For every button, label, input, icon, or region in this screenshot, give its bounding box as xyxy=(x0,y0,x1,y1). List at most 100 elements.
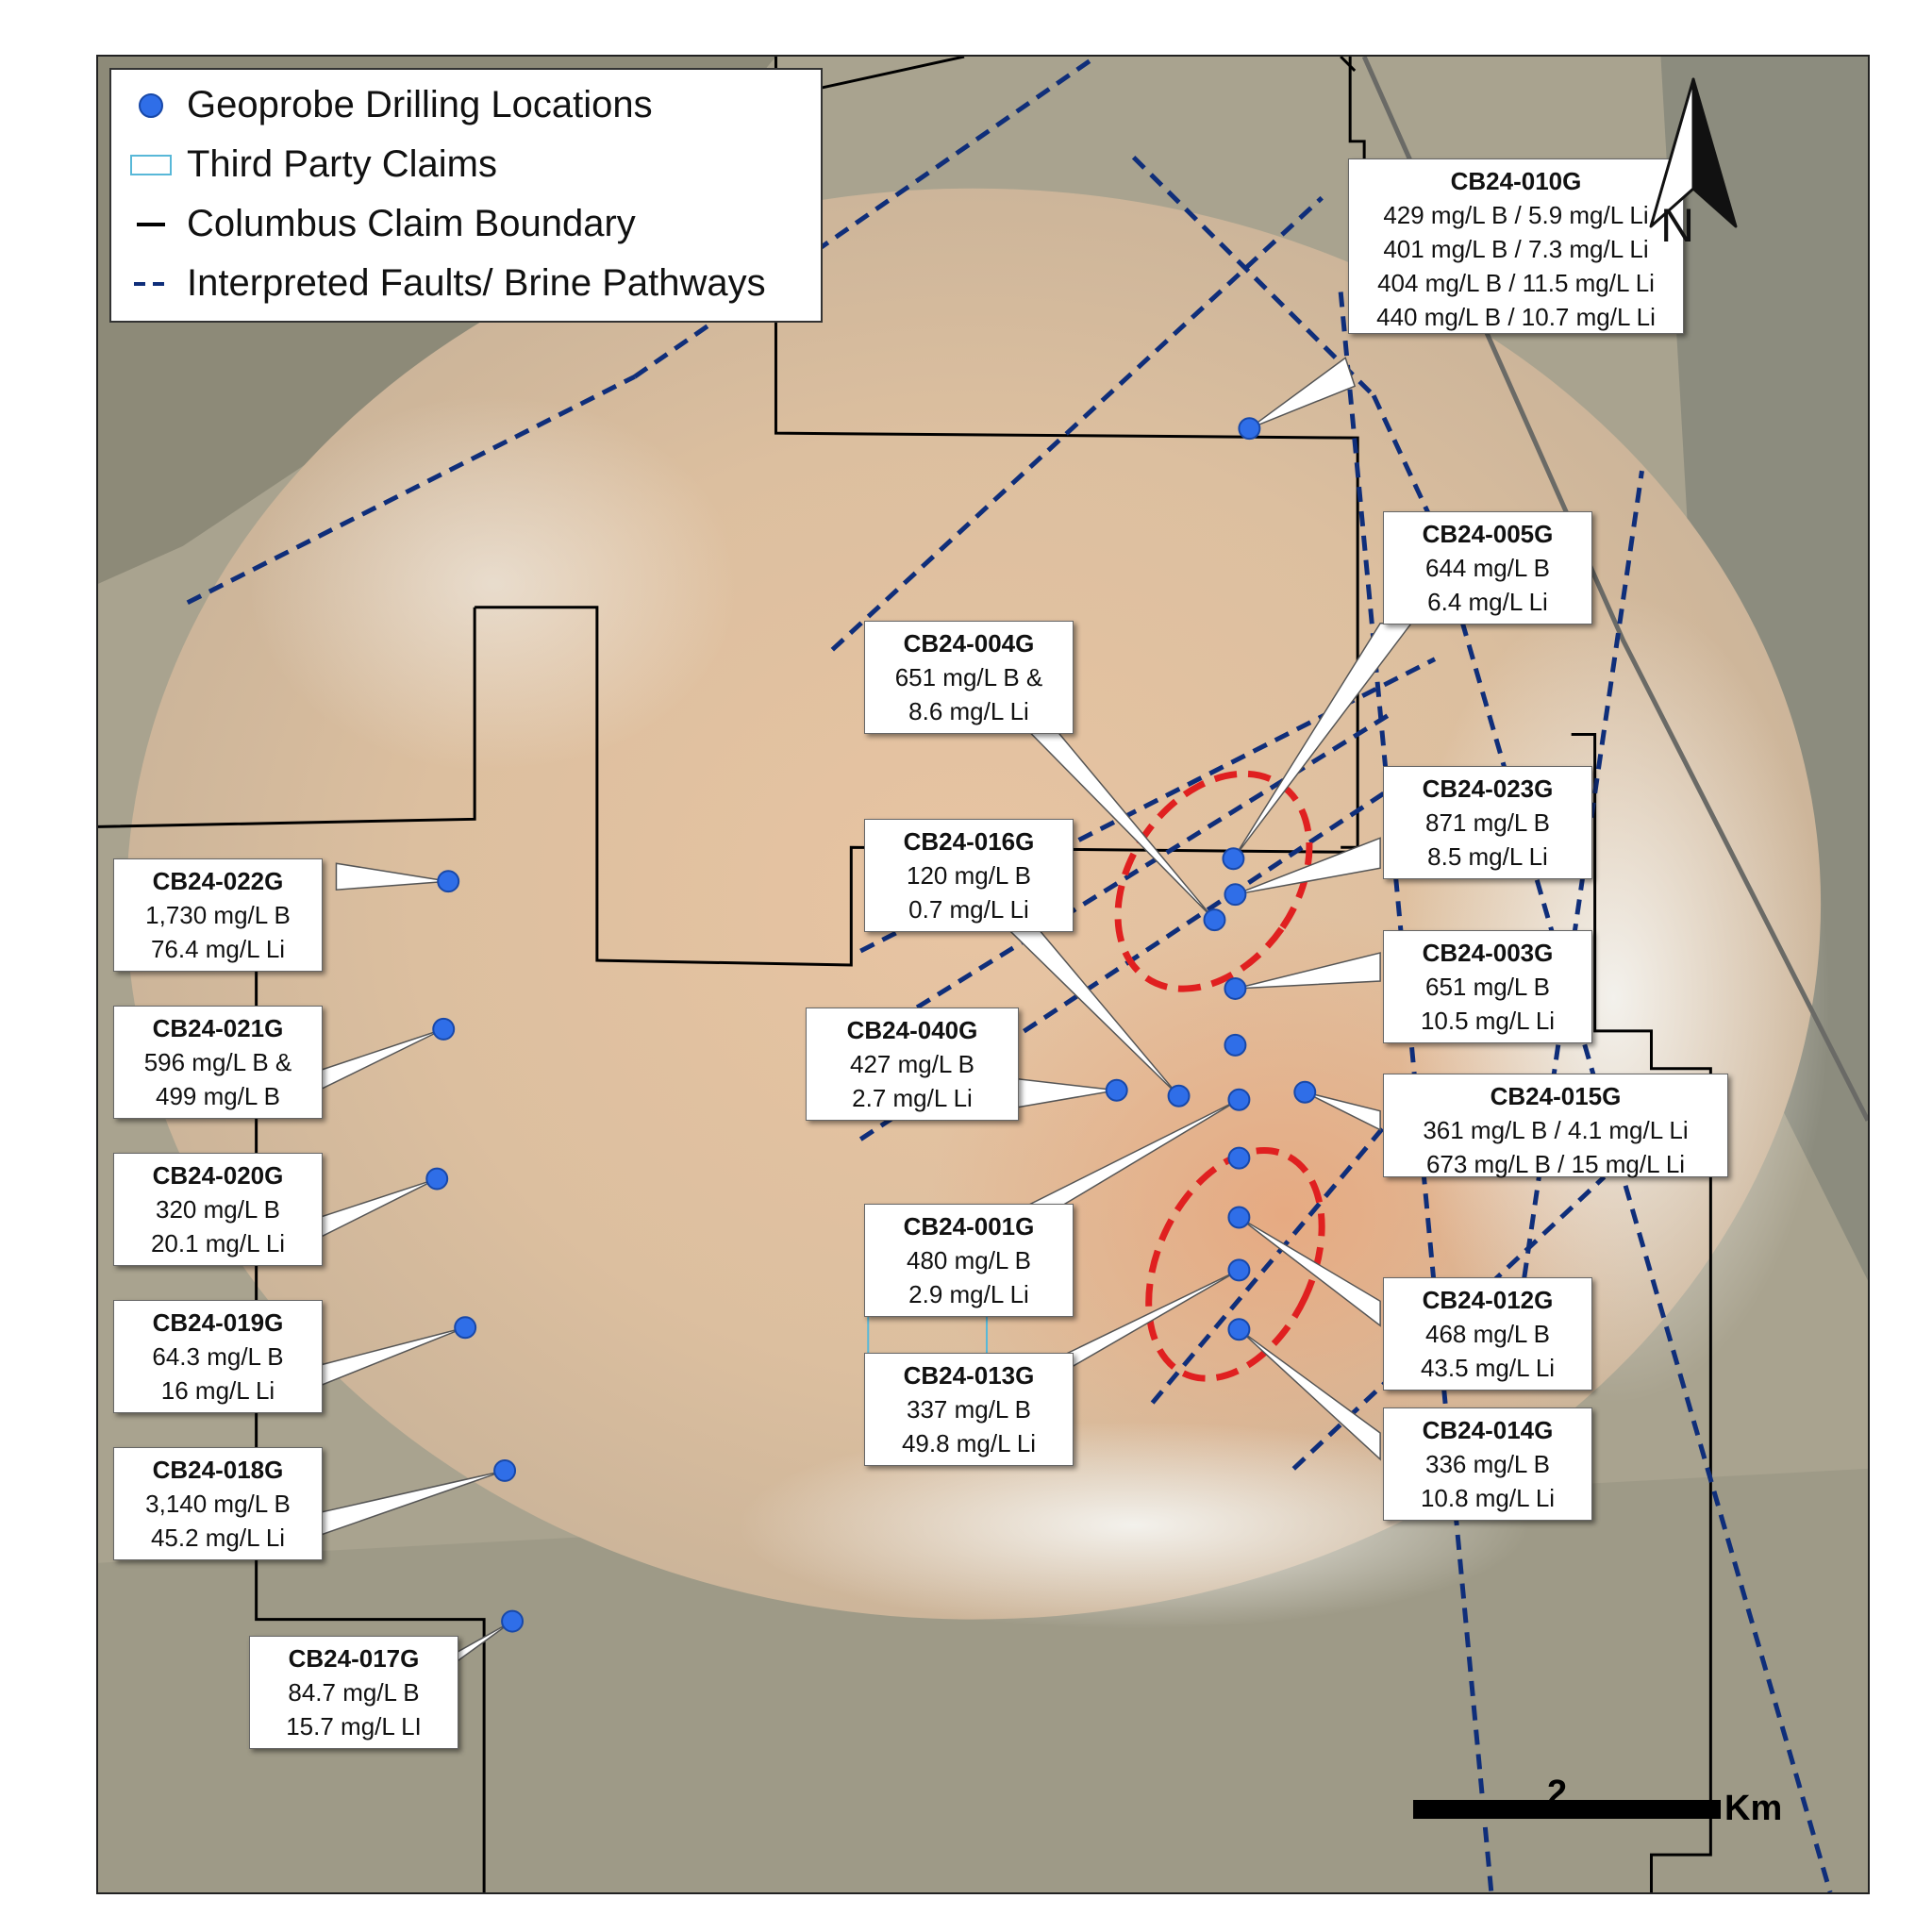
legend-label: Geoprobe Drilling Locations xyxy=(187,84,653,125)
callout-value: 6.4 mg/L Li xyxy=(1427,588,1548,616)
legend-label: Third Party Claims xyxy=(187,143,497,185)
haze-west xyxy=(248,395,739,773)
callout-value: 3,140 mg/L B xyxy=(145,1490,291,1518)
callout-value: 401 mg/L B / 7.3 mg/L Li xyxy=(1383,235,1649,263)
drill-point[interactable] xyxy=(1238,417,1261,441)
callout-value: 16 mg/L Li xyxy=(160,1376,275,1405)
callout-cb24-001g[interactable]: CB24-001G 480 mg/L B 2.9 mg/L Li xyxy=(864,1204,1074,1317)
callout-value: 120 mg/L B xyxy=(906,861,1031,890)
callout-value: 644 mg/L B xyxy=(1424,554,1550,582)
callout-value: 499 mg/L B xyxy=(155,1082,280,1110)
callout-cb24-012g[interactable]: CB24-012G 468 mg/L B 43.5 mg/L Li xyxy=(1383,1277,1592,1391)
callout-id: CB24-020G xyxy=(152,1161,284,1190)
drill-point[interactable] xyxy=(1293,1080,1317,1104)
callout-cb24-016g[interactable]: CB24-016G 120 mg/L B 0.7 mg/L Li xyxy=(864,819,1074,932)
callout-value: 15.7 mg/L LI xyxy=(286,1712,422,1740)
blue-dashed-line-icon xyxy=(134,281,168,286)
callout-value: 404 mg/L B / 11.5 mg/L Li xyxy=(1377,269,1655,297)
callout-cb24-040g[interactable]: CB24-040G 427 mg/L B 2.7 mg/L Li xyxy=(806,1008,1019,1121)
callout-cb24-014g[interactable]: CB24-014G 336 mg/L B 10.8 mg/L Li xyxy=(1383,1407,1592,1521)
drill-point[interactable] xyxy=(1227,1318,1251,1341)
callout-value: 8.5 mg/L Li xyxy=(1427,842,1548,871)
callout-value: 596 mg/L B & xyxy=(143,1048,292,1076)
callout-value: 76.4 mg/L Li xyxy=(150,935,286,963)
callout-cb24-005g[interactable]: CB24-005G 644 mg/L B 6.4 mg/L Li xyxy=(1383,511,1592,625)
callout-cb24-010g[interactable]: CB24-010G 429 mg/L B / 5.9 mg/L Li 401 m… xyxy=(1348,158,1684,334)
drill-point[interactable] xyxy=(454,1316,477,1340)
callout-cb24-022g[interactable]: CB24-022G 1,730 mg/L B 76.4 mg/L Li xyxy=(113,858,323,972)
drill-point[interactable] xyxy=(1105,1078,1128,1102)
drill-point[interactable] xyxy=(1227,1146,1251,1170)
callout-value: 64.3 mg/L B xyxy=(152,1342,284,1371)
callout-value: 468 mg/L B xyxy=(1424,1320,1550,1348)
callout-value: 49.8 mg/L Li xyxy=(901,1429,1037,1457)
callout-value: 45.2 mg/L Li xyxy=(150,1524,286,1552)
callout-id: CB24-040G xyxy=(846,1016,978,1044)
target-ellipse-south xyxy=(1145,1147,1325,1382)
callout-value: 337 mg/L B xyxy=(906,1395,1031,1424)
callout-id: CB24-003G xyxy=(1422,939,1554,967)
callout-value: 440 mg/L B / 10.7 mg/L Li xyxy=(1376,303,1656,331)
black-line-icon xyxy=(137,222,165,226)
callout-value: 10.8 mg/L Li xyxy=(1420,1484,1556,1512)
drill-point[interactable] xyxy=(425,1167,449,1191)
legend-item-boundary: Columbus Claim Boundary xyxy=(125,194,808,254)
callout-value: 1,730 mg/L B xyxy=(145,901,291,929)
legend-label: Interpreted Faults/ Brine Pathways xyxy=(187,262,766,304)
drill-point[interactable] xyxy=(1227,1258,1251,1282)
callout-id: CB24-016G xyxy=(903,827,1035,856)
drill-point[interactable] xyxy=(493,1458,517,1482)
drill-point[interactable] xyxy=(1167,1084,1191,1108)
callout-cb24-017g[interactable]: CB24-017G 84.7 mg/L B 15.7 mg/L LI xyxy=(249,1636,458,1749)
callout-value: 320 mg/L B xyxy=(155,1195,280,1224)
drill-point[interactable] xyxy=(1224,976,1247,1000)
callout-cb24-003g[interactable]: CB24-003G 651 mg/L B 10.5 mg/L Li xyxy=(1383,930,1592,1043)
cyan-outline-box-icon xyxy=(130,154,172,175)
scale-unit: Km xyxy=(1724,1789,1783,1828)
map-frame: Geoprobe Drilling Locations Third Party … xyxy=(96,55,1870,1894)
callout-cb24-004g[interactable]: CB24-004G 651 mg/L B & 8.6 mg/L Li xyxy=(864,621,1074,734)
scale-bar xyxy=(1413,1800,1721,1819)
callout-id: CB24-014G xyxy=(1422,1416,1554,1444)
callout-cb24-018g[interactable]: CB24-018G 3,140 mg/L B 45.2 mg/L Li xyxy=(113,1447,323,1560)
callout-id: CB24-010G xyxy=(1450,167,1582,195)
callout-id: CB24-019G xyxy=(152,1308,284,1337)
callout-id: CB24-023G xyxy=(1422,774,1554,803)
callout-value: 43.5 mg/L Li xyxy=(1420,1354,1556,1382)
callout-id: CB24-001G xyxy=(903,1212,1035,1241)
callout-id: CB24-018G xyxy=(152,1456,284,1484)
legend: Geoprobe Drilling Locations Third Party … xyxy=(109,68,823,323)
callout-value: 84.7 mg/L B xyxy=(288,1678,420,1707)
legend-item-third-party: Third Party Claims xyxy=(125,135,808,194)
callout-id: CB24-015G xyxy=(1490,1082,1622,1110)
callout-cb24-015g[interactable]: CB24-015G 361 mg/L B / 4.1 mg/L Li 673 m… xyxy=(1383,1074,1728,1178)
callout-value: 336 mg/L B xyxy=(1424,1450,1550,1478)
callout-cb24-020g[interactable]: CB24-020G 320 mg/L B 20.1 mg/L Li xyxy=(113,1153,323,1266)
drill-point[interactable] xyxy=(501,1609,525,1633)
callout-cb24-013g[interactable]: CB24-013G 337 mg/L B 49.8 mg/L Li xyxy=(864,1353,1074,1466)
callout-cb24-023g[interactable]: CB24-023G 871 mg/L B 8.5 mg/L Li xyxy=(1383,766,1592,879)
callout-value: 2.7 mg/L Li xyxy=(852,1084,973,1112)
blue-dot-icon xyxy=(139,92,163,118)
callout-value: 10.5 mg/L Li xyxy=(1420,1007,1556,1035)
callout-id: CB24-022G xyxy=(152,867,284,895)
callout-value: 871 mg/L B xyxy=(1424,808,1550,837)
callout-id: CB24-021G xyxy=(152,1014,284,1042)
callout-cb24-021g[interactable]: CB24-021G 596 mg/L B & 499 mg/L B xyxy=(113,1006,323,1119)
drill-point[interactable] xyxy=(1224,883,1247,907)
drill-point[interactable] xyxy=(432,1017,456,1041)
callout-value: 0.7 mg/L Li xyxy=(908,895,1029,924)
drill-points xyxy=(425,417,1317,1633)
callout-cb24-019g[interactable]: CB24-019G 64.3 mg/L B 16 mg/L Li xyxy=(113,1300,323,1413)
callout-value: 651 mg/L B xyxy=(1424,973,1550,1001)
drill-point[interactable] xyxy=(1203,908,1226,932)
callout-id: CB24-017G xyxy=(288,1644,420,1673)
legend-item-drill: Geoprobe Drilling Locations xyxy=(125,75,808,135)
callout-value: 673 mg/L B / 15 mg/L Li xyxy=(1425,1150,1686,1178)
drill-point[interactable] xyxy=(1224,1033,1247,1057)
callout-value: 651 mg/L B & xyxy=(894,663,1043,691)
drill-point[interactable] xyxy=(437,870,460,893)
drill-point[interactable] xyxy=(1227,1206,1251,1229)
drill-point[interactable] xyxy=(1222,847,1245,871)
drill-point[interactable] xyxy=(1227,1088,1251,1111)
